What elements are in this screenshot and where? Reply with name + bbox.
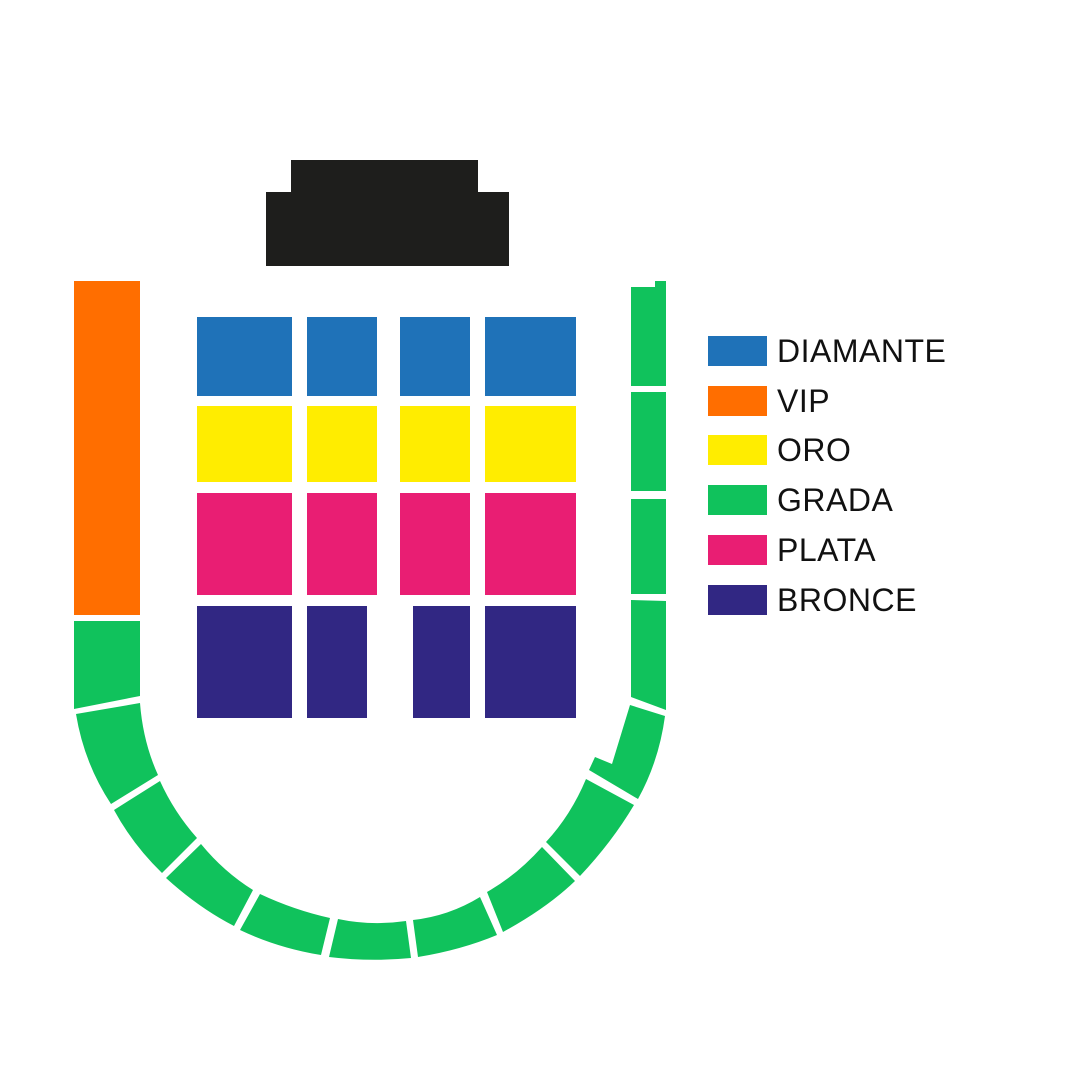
legend-item-oro: ORO — [708, 426, 1048, 476]
legend-swatch-grada — [708, 485, 767, 516]
stage-icon — [266, 160, 509, 266]
section-grada-b1[interactable] — [240, 894, 330, 955]
row-diamante — [197, 317, 576, 396]
section-grada-l3[interactable] — [114, 781, 197, 873]
section-diamante-2[interactable] — [307, 317, 377, 396]
section-grada-r-mid1[interactable] — [631, 392, 666, 491]
section-diamante-3[interactable] — [400, 317, 470, 396]
section-plata-4[interactable] — [485, 493, 576, 595]
legend-item-plata: PLATA — [708, 525, 1048, 575]
section-bronce-2[interactable] — [307, 606, 367, 718]
section-plata-2[interactable] — [307, 493, 377, 595]
section-grada-r2b[interactable] — [589, 705, 665, 799]
legend: DIAMANTE VIP ORO GRADA PLATA BRONCE — [708, 326, 1048, 625]
section-oro-4[interactable] — [485, 406, 576, 482]
section-grada-r4[interactable] — [487, 847, 575, 932]
section-bronce-4[interactable] — [485, 606, 576, 718]
section-grada-l2[interactable] — [76, 703, 158, 804]
section-grada-r3[interactable] — [546, 779, 634, 876]
section-grada-r-mid2[interactable] — [631, 499, 666, 594]
section-grada-r1[interactable] — [631, 600, 666, 710]
legend-label-grada: GRADA — [777, 482, 894, 519]
section-grada-l4[interactable] — [166, 844, 253, 926]
section-diamante-4[interactable] — [485, 317, 576, 396]
section-oro-3[interactable] — [400, 406, 470, 482]
grada-ring — [74, 281, 666, 960]
legend-item-grada: GRADA — [708, 475, 1048, 525]
legend-label-vip: VIP — [777, 382, 831, 419]
legend-item-diamante: DIAMANTE — [708, 326, 1048, 376]
section-grada-r-top[interactable] — [631, 281, 666, 386]
section-vip[interactable] — [74, 281, 140, 615]
legend-swatch-vip — [708, 385, 767, 416]
legend-item-vip: VIP — [708, 376, 1048, 426]
legend-swatch-bronce — [708, 584, 767, 615]
row-oro — [197, 406, 576, 482]
legend-label-bronce: BRONCE — [777, 581, 917, 618]
legend-swatch-plata — [708, 535, 767, 566]
section-diamante-1[interactable] — [197, 317, 292, 396]
legend-label-diamante: DIAMANTE — [777, 332, 947, 369]
section-bronce-3[interactable] — [413, 606, 470, 718]
section-grada-b3[interactable] — [413, 897, 497, 957]
section-bronce-1[interactable] — [197, 606, 292, 718]
section-oro-1[interactable] — [197, 406, 292, 482]
row-bronce — [197, 606, 576, 718]
row-plata — [197, 493, 576, 595]
legend-swatch-diamante — [708, 335, 767, 366]
legend-swatch-oro — [708, 435, 767, 466]
legend-item-bronce: BRONCE — [708, 575, 1048, 625]
section-grada-l1[interactable] — [74, 621, 140, 709]
legend-label-oro: ORO — [777, 432, 852, 469]
legend-label-plata: PLATA — [777, 532, 877, 569]
section-plata-1[interactable] — [197, 493, 292, 595]
section-plata-3[interactable] — [400, 493, 470, 595]
section-oro-2[interactable] — [307, 406, 377, 482]
section-grada-b2[interactable] — [329, 919, 411, 960]
